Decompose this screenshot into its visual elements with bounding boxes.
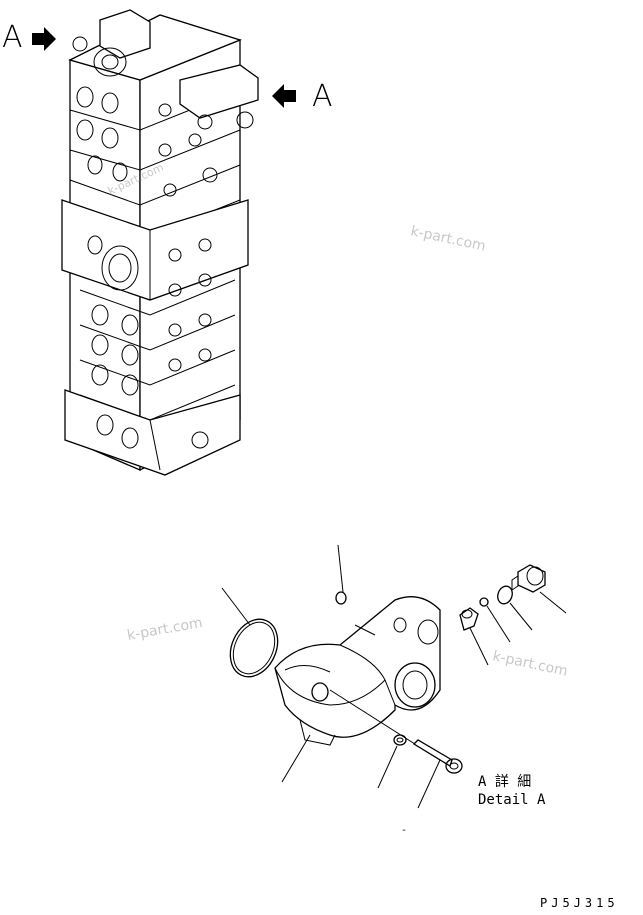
leader-line: [377, 745, 398, 789]
hex-plug-part: [511, 564, 567, 614]
arrow-left-icon: [272, 84, 296, 108]
detail-a-exploded-view: A 詳 細 Detail A -: [221, 544, 567, 836]
leader-line: [469, 627, 489, 666]
leader-line: [337, 544, 344, 593]
valve-side-ports: [158, 93, 218, 449]
leader-line: [486, 605, 511, 643]
leader-line: [417, 759, 441, 809]
watermark: k-part.com: [409, 223, 487, 255]
washer-part: [377, 734, 407, 789]
detail-a-label-jp: A 詳 細: [478, 774, 531, 790]
leader-line: [221, 587, 251, 626]
o-ring-part: [221, 587, 279, 678]
view-a-label-right: A: [312, 79, 333, 114]
small-o-ring-part: [479, 597, 511, 643]
callout-marker: -: [401, 825, 407, 836]
valve-body-part: [274, 596, 441, 783]
arrow-right-icon: [32, 27, 56, 51]
plug-part: [335, 544, 347, 605]
leader-line: [281, 734, 311, 783]
view-a-arrow-right: A: [272, 79, 333, 114]
view-a-arrow-left: A: [2, 20, 56, 55]
drawing-code: PJ5J315: [540, 896, 619, 910]
leader-line: [509, 602, 533, 631]
leader-line: [539, 591, 567, 614]
watermark: k-part.com: [491, 648, 569, 680]
control-valve-assembly: [61, 9, 259, 476]
watermark: k-part.com: [126, 615, 204, 644]
valve-ports: [76, 86, 139, 449]
detail-a-label-en: Detail A: [478, 792, 546, 808]
sleeve-part: [459, 607, 489, 666]
view-a-label-left: A: [2, 20, 23, 55]
relief-valve-cluster: [72, 9, 259, 130]
o-ring-2-part: [497, 585, 533, 631]
bolt-part: [412, 739, 463, 809]
